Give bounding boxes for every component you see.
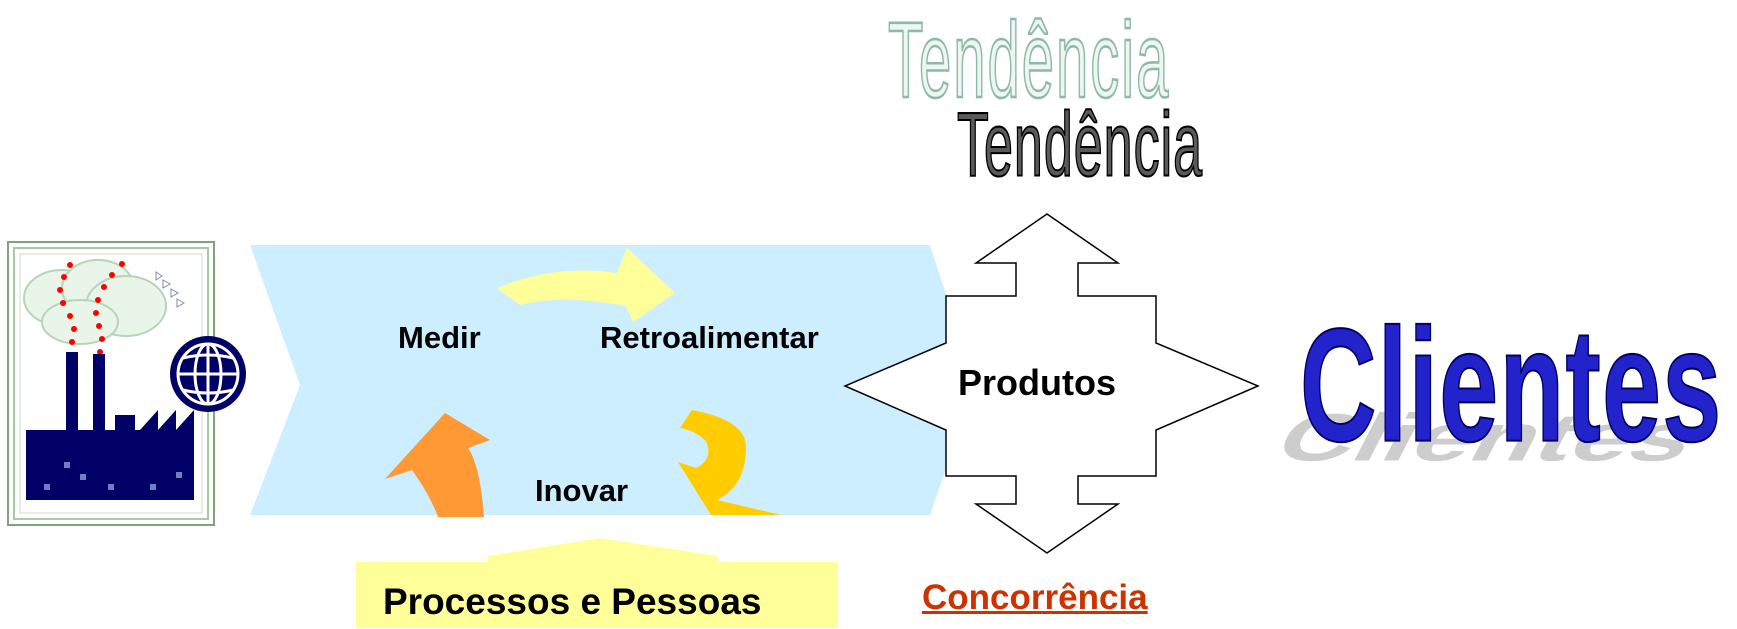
- cycle-arrow-right: [678, 410, 781, 515]
- concorrencia-label: Concorrência: [922, 578, 1148, 617]
- globe-icon: [170, 336, 246, 412]
- tendencia-ghost-label: Tendência: [887, 0, 1171, 121]
- cycle-arrow-left: [385, 413, 490, 517]
- processos-up-arrow: [488, 538, 718, 568]
- tendencia-label: Tendência: [956, 94, 1204, 197]
- cycle-arrow-top: [497, 248, 675, 322]
- processos-e-pessoas-box: [356, 562, 838, 628]
- retroalimentar-label: Retroalimentar: [600, 320, 819, 355]
- processos-e-pessoas-label: Processos e Pessoas: [383, 581, 762, 622]
- clientes-label: Clientes: [1299, 295, 1723, 476]
- medir-label: Medir: [398, 320, 481, 355]
- inovar-label: Inovar: [535, 473, 629, 508]
- four-way-arrow-icon: [843, 213, 1260, 554]
- produtos-label: Produtos: [958, 362, 1116, 403]
